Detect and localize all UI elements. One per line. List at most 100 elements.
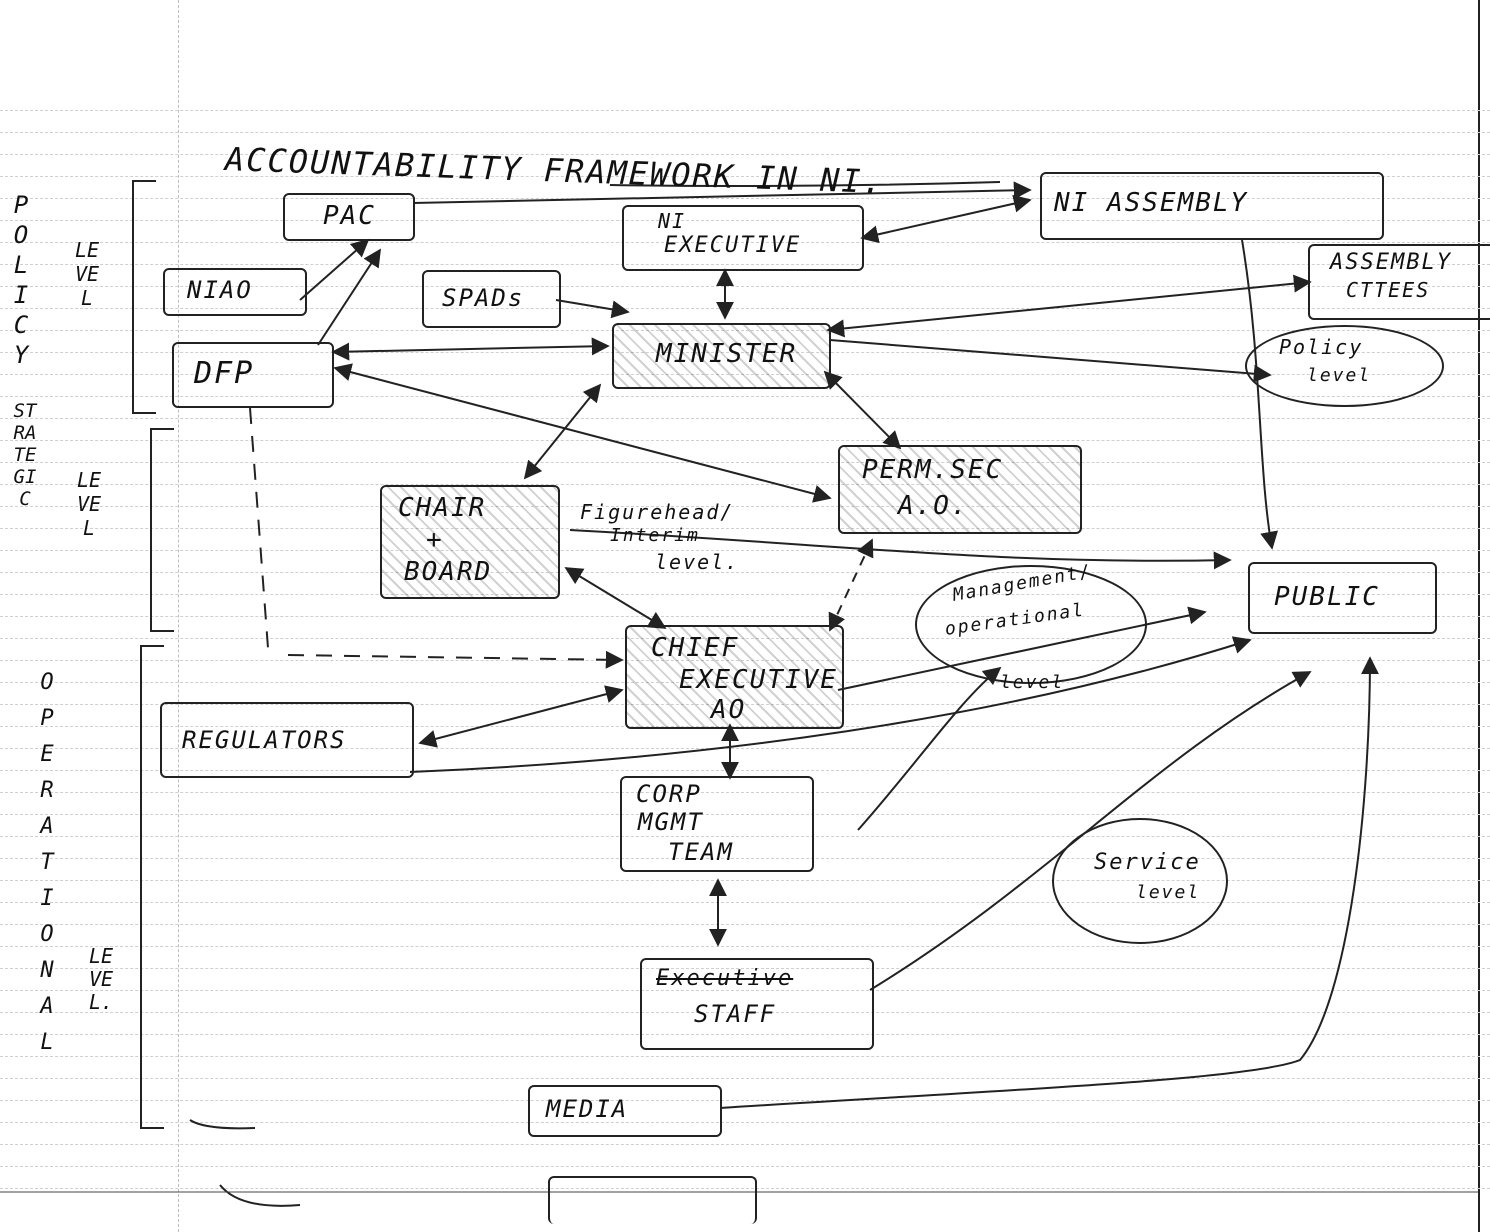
arrow-dfp-permsec xyxy=(333,363,832,503)
ruled-line xyxy=(0,176,1490,177)
regulators-box: REGULATORS xyxy=(160,702,414,778)
management-level-ellipse: Management/ operational xyxy=(915,561,1147,684)
chief-exec-label-3: AO xyxy=(711,695,747,725)
arrow-executive-assembly xyxy=(860,194,1032,244)
ruled-line xyxy=(0,616,1490,617)
chief-exec-label-2: EXECUTIVE xyxy=(679,665,838,695)
ruled-line xyxy=(0,770,1490,771)
figurehead-text-1: Figurehead/ xyxy=(580,500,735,524)
ruled-line xyxy=(0,110,1490,111)
ruled-line xyxy=(0,880,1490,881)
ruled-line xyxy=(0,1166,1490,1167)
corp-mgmt-box: CORP MGMT TEAM xyxy=(620,776,814,872)
ruled-line xyxy=(0,1100,1490,1101)
ni-assembly-box: NI ASSEMBLY xyxy=(1040,172,1384,240)
ni-executive-label-1: NI xyxy=(658,209,687,233)
chief-exec-box: CHIEF EXECUTIVE AO xyxy=(625,625,844,729)
bottom-scribble-box xyxy=(548,1176,757,1224)
arrow-dfp-pac xyxy=(317,248,381,346)
service-text-1: Service xyxy=(1094,850,1201,875)
arrow-minister-permsec xyxy=(823,370,902,450)
ruled-line xyxy=(0,330,1490,331)
arrow-minister-dfp xyxy=(331,337,610,361)
dfp-label: DFP xyxy=(194,356,255,391)
policy-level-word: LEVEL xyxy=(74,238,100,310)
niao-label: NIAO xyxy=(187,276,253,304)
ruled-line xyxy=(0,1034,1490,1035)
media-label: MEDIA xyxy=(546,1095,629,1123)
ruled-line xyxy=(0,220,1490,221)
minister-label: MINISTER xyxy=(656,339,798,369)
arrow-pac-assembly xyxy=(412,181,1032,204)
ruled-line xyxy=(0,528,1490,529)
staff-label-2: STAFF xyxy=(694,1000,777,1028)
arrow-minister-policy xyxy=(829,339,1272,383)
ruled-line xyxy=(0,1122,1490,1123)
ruled-line xyxy=(0,264,1490,265)
assembly-cttees-box: ASSEMBLY CTTEES xyxy=(1308,244,1490,320)
chair-board-label-2: + xyxy=(426,525,444,555)
ruled-line xyxy=(0,352,1490,353)
ruled-line xyxy=(0,638,1490,639)
staff-box: Executive STAFF xyxy=(640,958,874,1050)
perm-sec-label-2: A.O. xyxy=(898,491,969,521)
bottom-squiggle-2 xyxy=(189,1119,256,1130)
ruled-line xyxy=(0,990,1490,991)
assembly-cttees-label-2: CTTEES xyxy=(1346,278,1431,302)
ruled-line xyxy=(0,198,1490,199)
ruled-line xyxy=(0,308,1490,309)
ruled-line xyxy=(0,858,1490,859)
operational-level-label: OPERATIONAL xyxy=(40,670,54,1055)
public-box: PUBLIC xyxy=(1248,562,1437,634)
policy-level-label: POLICY xyxy=(13,191,29,369)
arrow-minister-cttees xyxy=(826,274,1312,338)
arrow-chair-chiefexec xyxy=(564,567,667,629)
pac-box: PAC xyxy=(283,193,415,241)
media-box: MEDIA xyxy=(528,1085,722,1137)
pac-label: PAC xyxy=(323,201,376,231)
ruled-line xyxy=(0,1078,1490,1079)
ruled-line xyxy=(0,1012,1490,1013)
policy-level-brace xyxy=(132,180,156,414)
management-text-2: operational xyxy=(943,599,1087,640)
niao-box: NIAO xyxy=(163,268,307,316)
policy-level-text-2: level xyxy=(1307,365,1372,386)
ruled-line xyxy=(0,132,1490,133)
arrow-corp-management xyxy=(857,666,1002,831)
perm-sec-box: PERM.SEC A.O. xyxy=(838,445,1082,534)
public-label: PUBLIC xyxy=(1274,582,1380,612)
ruled-line xyxy=(0,968,1490,969)
chair-board-label-3: BOARD xyxy=(404,557,493,587)
arrow-minister-chair xyxy=(523,383,602,480)
policy-level-ellipse: Policy level xyxy=(1245,325,1444,407)
chair-board-label-1: CHAIR xyxy=(398,493,487,523)
corp-mgmt-label-3: TEAM xyxy=(668,838,734,866)
figurehead-text-3: level. xyxy=(655,550,740,574)
ruled-line xyxy=(0,726,1490,727)
title-underline xyxy=(609,181,1001,187)
chair-board-box: CHAIR + BOARD xyxy=(380,485,560,599)
ruled-line xyxy=(0,946,1490,947)
corp-mgmt-label-2: MGMT xyxy=(638,808,704,836)
service-level-ellipse: Service level xyxy=(1052,818,1228,944)
ruled-line xyxy=(0,660,1490,661)
spads-box: SPADs xyxy=(422,270,561,328)
arrow-media-public xyxy=(719,656,1379,1109)
arrow-chiefexec-regulators xyxy=(418,685,624,748)
ruled-line xyxy=(0,704,1490,705)
arrow-permsec-chiefexec xyxy=(828,538,874,632)
ruled-line xyxy=(0,594,1490,595)
ruled-line xyxy=(0,154,1490,155)
ruled-line xyxy=(0,902,1490,903)
operational-level-brace xyxy=(140,645,164,1129)
strategic-level-word: LEVEL xyxy=(76,468,102,540)
staff-label-1: Executive xyxy=(656,966,794,991)
management-text-3: level xyxy=(1000,672,1065,693)
ruled-line xyxy=(0,1056,1490,1057)
arrow-assembly-public xyxy=(1241,239,1279,550)
arrow-chair-public xyxy=(569,529,1232,570)
assembly-cttees-label-1: ASSEMBLY xyxy=(1330,250,1452,275)
regulators-label: REGULATORS xyxy=(182,726,347,754)
ni-executive-label-2: EXECUTIVE xyxy=(664,233,802,258)
